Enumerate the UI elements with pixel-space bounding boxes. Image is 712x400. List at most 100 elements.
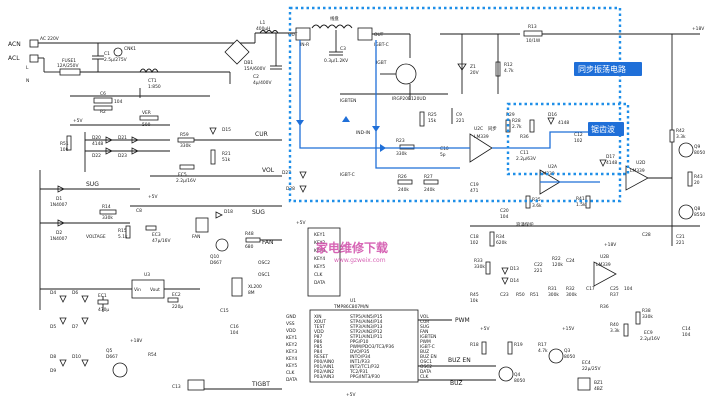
q4-label: Q4 [514, 372, 520, 378]
c16-value: 104 [230, 330, 239, 336]
p5-label-a: +5V [73, 118, 82, 124]
ec5-value: 2.2μ/16V [176, 178, 196, 184]
r45-label: R45 [470, 292, 479, 298]
arrow-a [342, 116, 350, 122]
r33-label: R33 [474, 258, 483, 264]
u1-pin-label: INT2/TC1/P32 [350, 364, 380, 370]
r27-label: R27 [424, 174, 433, 180]
u1-pin-label: XIN [314, 314, 322, 320]
r14-label: R14 [102, 204, 111, 210]
r43-value: 20 [694, 180, 700, 186]
u1-pin-label: DATA [420, 369, 431, 375]
d13-label: D13 [510, 266, 519, 272]
r18-label: R18 [470, 342, 479, 348]
r36-symbol [529, 119, 535, 133]
pin-n-label: N [26, 78, 29, 84]
u1-pin-label: STP5/AIN5/P15 [350, 314, 383, 320]
q5-value: D667 [106, 354, 118, 360]
q10-label: Q10 [210, 254, 219, 260]
u1-pin-label: GND [286, 314, 297, 320]
r59-label: R59 [180, 132, 189, 138]
q9-value: 8050 [694, 150, 705, 156]
c9-label: C9 [456, 112, 462, 118]
d17-label: D17 [606, 154, 615, 160]
d17-symbol [599, 159, 607, 167]
r42-value: 3.3k [676, 134, 686, 140]
fan-label: FAN [192, 234, 200, 240]
r33-value: 330k [474, 264, 485, 270]
r40-label: R40 [610, 322, 619, 328]
r28-label: R28 [512, 118, 521, 124]
u1-pin-label: INT1/P33 [350, 359, 370, 365]
q8-label: Q8 [694, 206, 700, 212]
sync-osc-tag [574, 62, 642, 76]
q9-label: Q9 [694, 144, 700, 150]
ac-input-section: ACN ACL AC 220V L N FUSE1 12A/250V C1 2.… [8, 20, 295, 98]
u1-pin-label: KEY2 [286, 342, 297, 348]
d14-label: D14 [510, 278, 519, 284]
d27-label: D27 [282, 170, 291, 176]
bz1-value: 4BZ [594, 386, 603, 392]
lower-analog-section: C18 102 R34 620k R33 330k D13 D14 C22 22… [418, 225, 700, 392]
u3-label: U3 [144, 272, 150, 278]
u3-vin: Vin [134, 287, 141, 293]
ec9-value: 2.2μ/16V [640, 336, 660, 342]
osc1-label: OSC1 [258, 272, 270, 278]
p15-label: +15V [562, 326, 574, 332]
d20-label: D20 [92, 135, 101, 141]
c22-label: C22 [534, 262, 543, 268]
ec3-value: 47μ/16V [152, 238, 170, 244]
fuse1 [59, 68, 81, 76]
r15-symbol [125, 225, 131, 239]
u1-pin-label: BUZ EN [420, 354, 437, 360]
u2d-label: U2D [636, 160, 646, 166]
in-signal-path [299, 40, 470, 149]
z1-value: 20V [470, 70, 479, 76]
r34-symbol [489, 231, 495, 247]
r54-label: R54 [148, 352, 157, 358]
d10-symbol [81, 359, 89, 367]
r34-value: 620k [496, 240, 507, 246]
xtal-value: 8M [248, 290, 255, 296]
p5-label-d: +5V [346, 392, 355, 398]
r42-symbol [669, 129, 675, 143]
r22-value: 120k [552, 262, 563, 268]
c3-label: C3 [340, 46, 346, 52]
r15-label: R15 [118, 228, 127, 234]
c2-value: 4μ/400V [253, 80, 271, 86]
r38-value: 330k [642, 314, 653, 320]
u1-pin-label: VDD [314, 329, 324, 335]
u1-pin-label: P85 [314, 344, 322, 350]
watermark-title: 家电维修下载 [316, 240, 388, 255]
bridge-db1 [224, 39, 250, 65]
u2c-label: U2C [474, 126, 483, 132]
r29-label: R29 [506, 112, 515, 118]
r48-label: R48 [245, 231, 254, 237]
u1-pin-label: STP4/AIN4/P14 [350, 319, 383, 325]
d6-label: D6 [72, 290, 78, 296]
d6-symbol [81, 295, 89, 303]
c10-value: 5p [440, 152, 446, 158]
c20-value: 104 [500, 214, 509, 220]
u2d-comparator [625, 165, 649, 191]
fan-signal-label: FAN [262, 239, 274, 246]
sync-osc-label: 同步振荡电路 [578, 64, 626, 74]
pin-l-label: L [26, 65, 29, 71]
r21-symbol [210, 149, 216, 165]
out-left-label: OUT [288, 32, 298, 38]
r14-value: 330k [102, 215, 113, 221]
r37-label: R37 [610, 292, 619, 298]
bz1-label: BZ1 [594, 380, 603, 386]
igbt-c2-label: IGBT-C [340, 172, 355, 178]
r27-value: 240k [424, 187, 435, 193]
c12-value: 102 [574, 138, 583, 144]
u1-pin-label: KEY1 [286, 335, 297, 341]
c2-label: C2 [253, 74, 259, 80]
c6-value: 104 [114, 99, 123, 105]
u1-pin-label: CLK [420, 374, 429, 380]
d1-value: 1N4007 [50, 202, 67, 208]
out-right-label: OUT [374, 32, 384, 38]
d22-label: D22 [92, 153, 101, 159]
u1-pin-label: CLK [286, 370, 295, 376]
ver-label: VER [142, 110, 151, 116]
